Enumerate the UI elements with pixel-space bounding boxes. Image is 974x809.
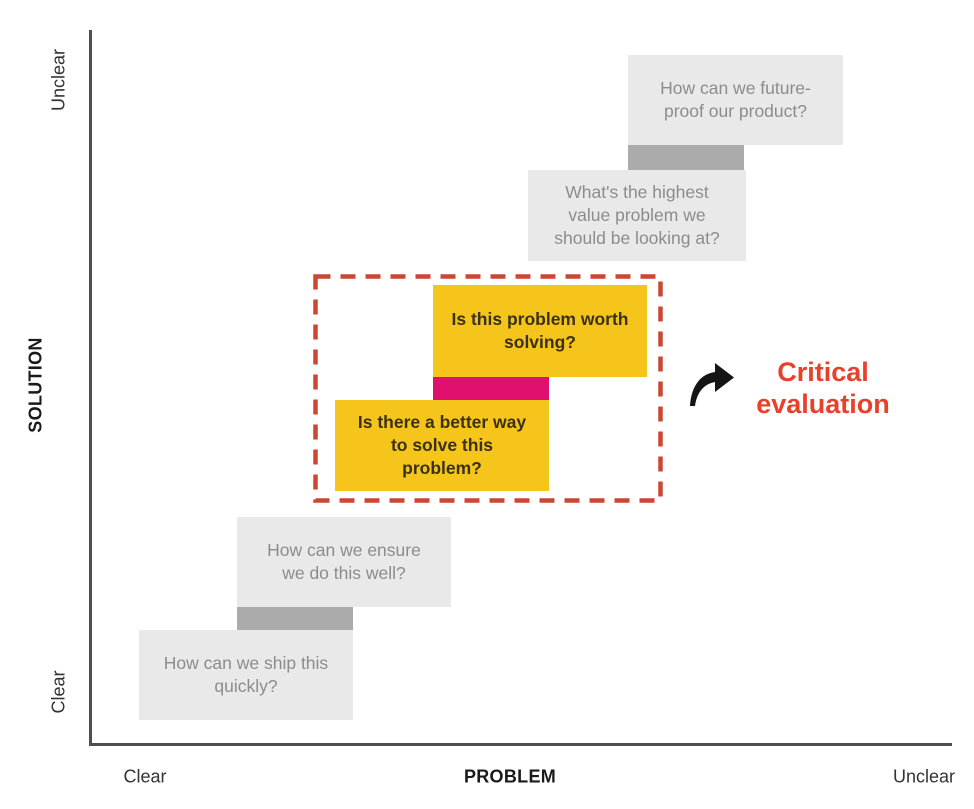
x-axis-line: [89, 743, 952, 746]
y-axis-tick-clear: Clear: [48, 670, 69, 714]
critical-evaluation-frame: [313, 274, 663, 503]
y-axis-tick-unclear: Unclear: [48, 48, 69, 112]
sticky-note-better-way: Is there a better way to solve this prob…: [335, 400, 549, 491]
sticky-note-future-proof: How can we future- proof our product?: [628, 55, 843, 145]
y-axis-line: [89, 30, 92, 746]
curved-arrow-icon: [684, 362, 736, 408]
y-axis-title: SOLUTION: [25, 337, 46, 433]
critical-evaluation-label: Critical evaluation: [756, 357, 890, 420]
connector-middle-pair: [433, 377, 549, 400]
x-axis-title: PROBLEM: [463, 766, 557, 787]
sticky-note-ship-quickly: How can we ship this quickly?: [139, 630, 353, 720]
sticky-note-highest-value: What's the highest value problem we shou…: [528, 170, 746, 261]
sticky-note-worth-solving: Is this problem worth solving?: [433, 285, 647, 377]
sticky-note-ensure-well: How can we ensure we do this well?: [237, 517, 451, 607]
connector-top-pair: [628, 145, 744, 170]
x-axis-tick-clear: Clear: [123, 766, 167, 787]
connector-bottom-pair: [237, 607, 353, 630]
x-axis-tick-unclear: Unclear: [892, 766, 956, 787]
